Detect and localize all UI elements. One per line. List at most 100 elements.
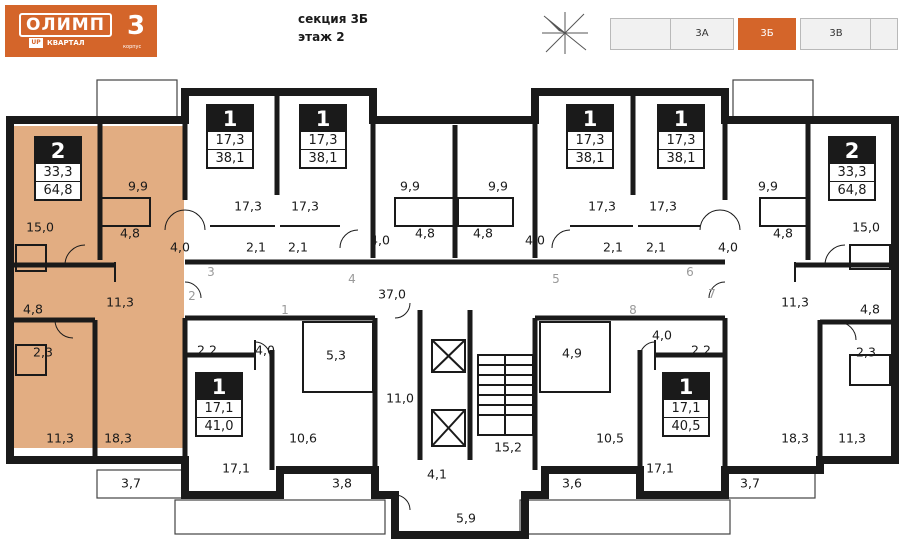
- outer-walls: [6, 88, 899, 539]
- section-3b-label: 3Б: [760, 28, 774, 39]
- room-area: 4,8: [415, 225, 435, 241]
- badge-rooms: 1: [208, 106, 252, 132]
- section-3b-button[interactable]: 3Б: [738, 18, 796, 50]
- room-area: 3,7: [740, 475, 760, 491]
- section-3v-button[interactable]: 3В: [800, 18, 872, 50]
- section-title: секция 3Б: [298, 12, 369, 26]
- badge-rooms: 2: [36, 138, 80, 164]
- room-area: 17,3: [291, 198, 319, 214]
- logo-up: UP: [29, 38, 43, 48]
- room-area: 4,0: [255, 342, 275, 358]
- badge-total-area: 40,5: [671, 419, 701, 434]
- olimp-logo: ОЛИМП UP КВАРТАЛ 3 корпус: [5, 5, 157, 57]
- corridor-number: 2: [188, 289, 196, 303]
- room-area: 9,9: [488, 178, 508, 194]
- section-edge-right: [870, 18, 898, 50]
- apartment-badge[interactable]: 1 17,1 41,0: [195, 372, 243, 437]
- room-area: 9,9: [128, 178, 148, 194]
- room-area: 4,0: [718, 239, 738, 255]
- room-area: 4,0: [170, 239, 190, 255]
- badge-total-area: 38,1: [308, 151, 338, 166]
- badge-total-area: 38,1: [575, 151, 605, 166]
- badge-rooms: 1: [664, 374, 708, 400]
- apartment-badge[interactable]: 1 17,3 38,1: [299, 104, 347, 169]
- room-area: 17,3: [649, 198, 677, 214]
- badge-living-area: 17,3: [208, 132, 252, 150]
- logo-brand: ОЛИМП: [19, 13, 112, 37]
- apartment-badge[interactable]: 2 33,3 64,8: [828, 136, 876, 201]
- badge-rooms: 2: [830, 138, 874, 164]
- room-area: 2,2: [691, 342, 711, 358]
- corridor-number: 5: [552, 272, 560, 286]
- room-area: 5,9: [456, 510, 476, 526]
- room-area: 4,8: [773, 225, 793, 241]
- corridor-number: 3: [207, 265, 215, 279]
- logo-number: 3: [127, 11, 146, 41]
- room-area: 2,3: [856, 344, 876, 360]
- logo-number-label: корпус: [123, 44, 142, 50]
- section-3a-button[interactable]: 3А: [670, 18, 734, 50]
- room-area: 9,9: [758, 178, 778, 194]
- room-area: 2,1: [603, 239, 623, 255]
- room-area: 2,1: [246, 239, 266, 255]
- badge-living-area: 17,3: [301, 132, 345, 150]
- badge-rooms: 1: [568, 106, 612, 132]
- room-area: 4,8: [23, 301, 43, 317]
- interior-walls: [14, 92, 895, 495]
- badge-total-area: 64,8: [43, 183, 73, 198]
- corridor-number: 4: [348, 272, 356, 286]
- badge-total-area: 38,1: [666, 151, 696, 166]
- room-area: 5,3: [326, 347, 346, 363]
- room-area: 17,3: [588, 198, 616, 214]
- room-area: 10,5: [596, 430, 624, 446]
- apartment-badge[interactable]: 2 33,3 64,8: [34, 136, 82, 201]
- room-area: 3,8: [332, 475, 352, 491]
- corridor-number: 8: [629, 303, 637, 317]
- room-area: 9,9: [400, 178, 420, 194]
- badge-total-area: 38,1: [215, 151, 245, 166]
- badge-living-area: 17,1: [197, 400, 241, 418]
- apartment-badge[interactable]: 1 17,3 38,1: [657, 104, 705, 169]
- badge-living-area: 17,3: [568, 132, 612, 150]
- room-area: 11,3: [781, 294, 809, 310]
- room-area: 2,1: [288, 239, 308, 255]
- section-3v-label: 3В: [829, 28, 843, 39]
- room-area: 37,0: [378, 286, 406, 302]
- room-area: 11,0: [386, 390, 414, 406]
- apartment-badge[interactable]: 1 17,3 38,1: [206, 104, 254, 169]
- room-area: 11,3: [838, 430, 866, 446]
- door-swings: [54, 209, 857, 511]
- room-area: 18,3: [104, 430, 132, 446]
- compass-icon: [542, 12, 588, 54]
- badge-living-area: 33,3: [36, 164, 80, 182]
- room-area: 15,2: [494, 439, 522, 455]
- room-area: 4,0: [525, 232, 545, 248]
- badge-total-area: 64,8: [837, 183, 867, 198]
- section-3a-label: 3А: [695, 28, 709, 39]
- room-area: 3,6: [562, 475, 582, 491]
- room-area: 4,9: [562, 345, 582, 361]
- room-area: 2,3: [33, 344, 53, 360]
- logo-subtitle: КВАРТАЛ: [47, 39, 85, 47]
- badge-living-area: 17,3: [659, 132, 703, 150]
- room-area: 18,3: [781, 430, 809, 446]
- room-area: 10,6: [289, 430, 317, 446]
- floor-title: этаж 2: [298, 30, 345, 44]
- section-edge-left: [610, 18, 672, 50]
- room-area: 3,7: [121, 475, 141, 491]
- badge-rooms: 1: [659, 106, 703, 132]
- corridor-number: 1: [281, 303, 289, 317]
- room-area: 11,3: [46, 430, 74, 446]
- room-area: 17,1: [222, 460, 250, 476]
- badge-living-area: 17,1: [664, 400, 708, 418]
- apartment-badge[interactable]: 1 17,1 40,5: [662, 372, 710, 437]
- corridor-number: 6: [686, 265, 694, 279]
- room-area: 17,1: [646, 460, 674, 476]
- badge-rooms: 1: [197, 374, 241, 400]
- room-area: 4,1: [427, 466, 447, 482]
- apartment-badge[interactable]: 1 17,3 38,1: [566, 104, 614, 169]
- room-area: 17,3: [234, 198, 262, 214]
- room-area: 15,0: [852, 219, 880, 235]
- partitions: [15, 197, 891, 447]
